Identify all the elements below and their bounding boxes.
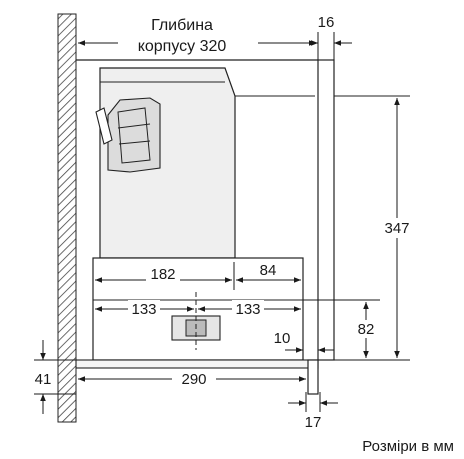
dim-347-bg <box>380 218 414 238</box>
title-line1: Глибина <box>151 17 213 34</box>
dim-41-label: 41 <box>35 371 52 388</box>
dim-133-left-bg <box>128 300 160 318</box>
fan-casing-rib2 <box>118 140 151 145</box>
dim-82-bg <box>352 320 380 338</box>
duct-flap <box>95 107 113 145</box>
fan-casing-rib1 <box>117 123 151 129</box>
dim-17-label: 17 <box>305 414 322 431</box>
wall-hatched <box>57 13 77 423</box>
dim-290-label: 290 <box>181 371 206 388</box>
dim-84-label: 84 <box>260 262 277 279</box>
title-bg <box>118 12 258 56</box>
dim-41-bg <box>30 370 56 388</box>
dim-10-label: 10 <box>274 330 291 347</box>
fan-casing-inner <box>117 107 151 164</box>
dim-182-bg <box>146 266 180 286</box>
dim-133-right-bg <box>232 300 264 318</box>
dim-347-label: 347 <box>384 220 409 237</box>
dim-290-bg <box>172 370 216 388</box>
dim-133-left-label: 133 <box>131 301 156 318</box>
cabinet-side-panel <box>317 59 335 361</box>
dim-82-label: 82 <box>358 321 375 338</box>
dim-16-label: 16 <box>318 14 335 31</box>
dim-182-label: 182 <box>150 266 175 283</box>
front-panel <box>307 359 319 395</box>
fan-casing <box>107 97 161 173</box>
units-caption: Розміри в мм <box>362 438 454 455</box>
title-line2: корпусу 320 <box>138 38 227 55</box>
dim-133-right-label: 133 <box>235 301 260 318</box>
hood-bottom-panel <box>75 359 319 369</box>
